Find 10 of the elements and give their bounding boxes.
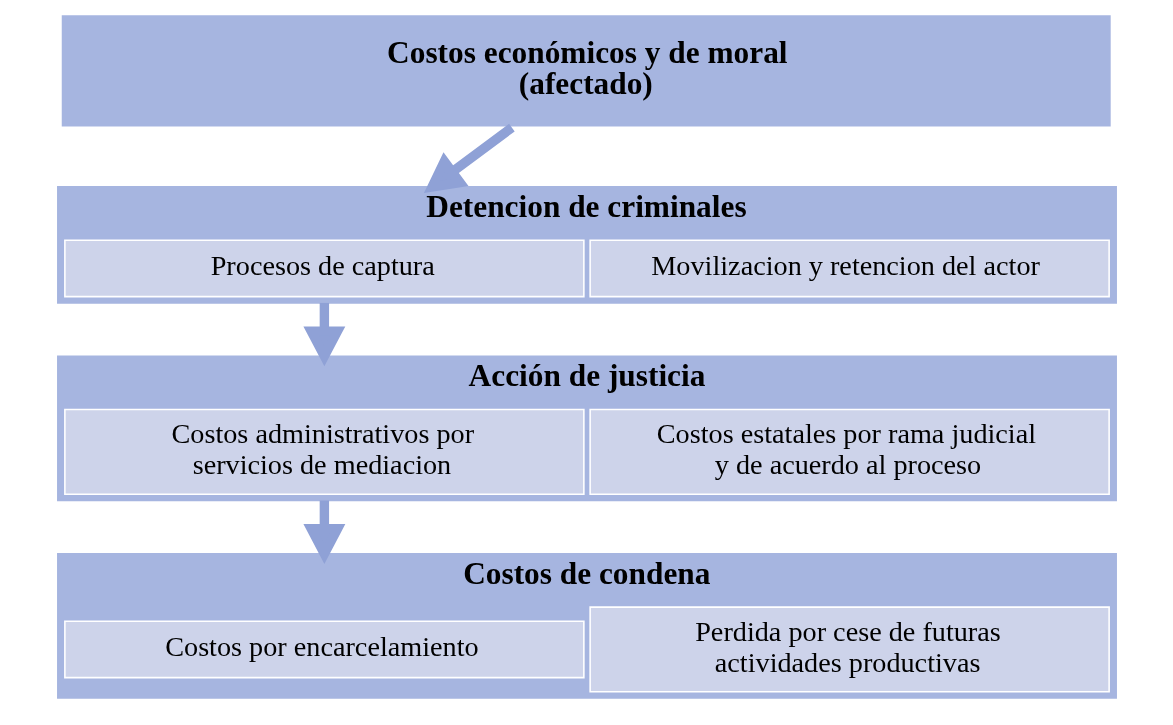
node-box: Costos estatales por rama judicial y de acuerdo al proceso	[588, 408, 1110, 495]
arrow	[302, 500, 345, 564]
arrow	[423, 123, 515, 193]
arrow	[302, 302, 345, 367]
node-box: Perdida por cese de futuras actividades productivas	[588, 606, 1110, 693]
node-box: Costos económicos y de moral (afectado)	[59, 13, 1112, 129]
node-box: Costos por encarcelamiento	[63, 620, 585, 679]
node-box: Movilizacion y retencion del actor	[588, 239, 1110, 298]
node-box: Procesos de captura	[63, 239, 585, 298]
node-box: Costos administrativos por servicios de mediacion	[63, 408, 585, 495]
